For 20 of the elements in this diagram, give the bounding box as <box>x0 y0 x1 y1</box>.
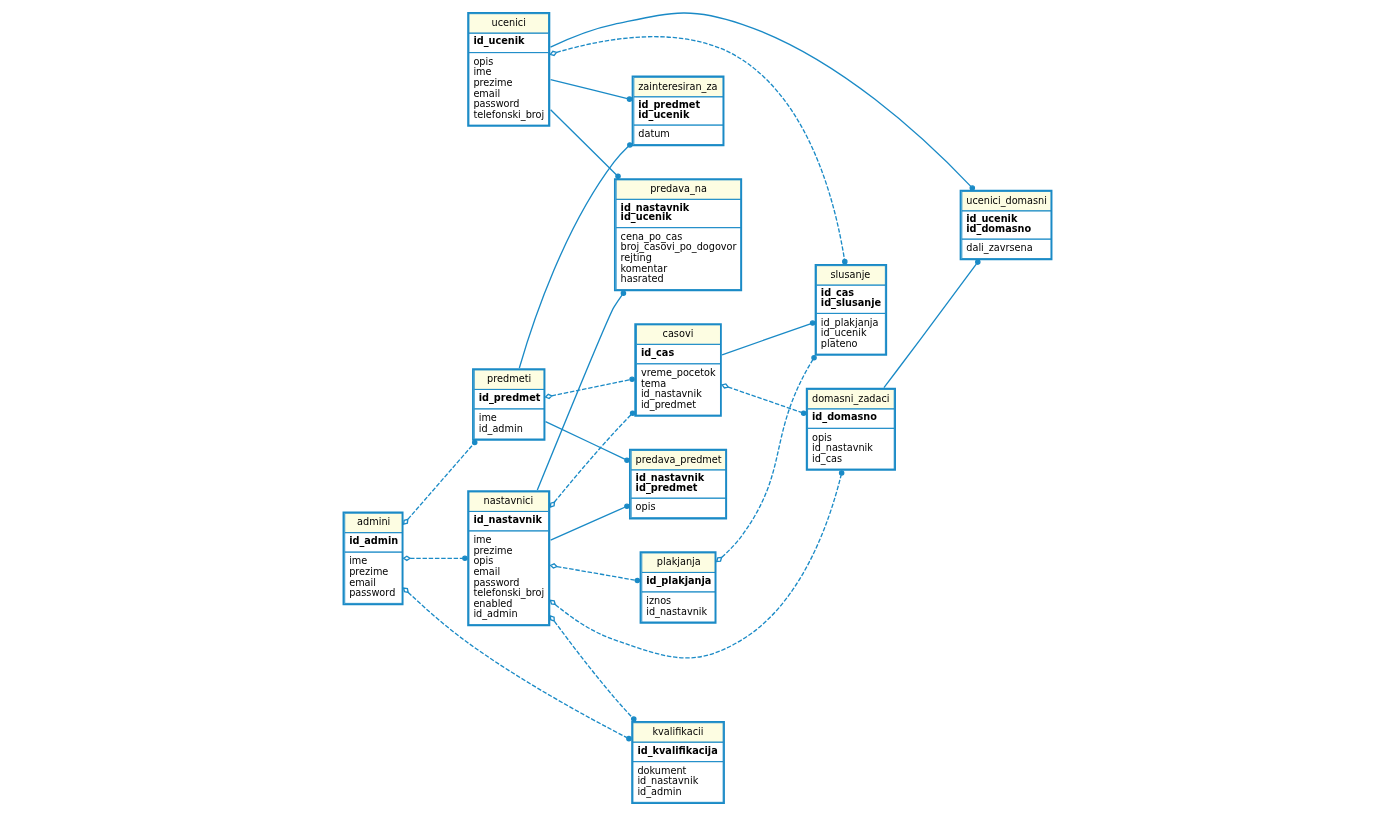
connector <box>549 12 976 191</box>
connector <box>549 614 637 722</box>
connector <box>883 259 981 389</box>
connector <box>715 355 817 563</box>
connector <box>402 587 632 742</box>
connector <box>549 36 848 265</box>
connector <box>720 383 807 416</box>
connector <box>544 420 630 463</box>
connector <box>402 555 468 562</box>
connector <box>549 109 621 180</box>
connector <box>549 410 636 508</box>
connector <box>402 439 478 526</box>
connector <box>549 470 845 659</box>
connector <box>518 142 633 369</box>
connector <box>536 290 627 491</box>
connector <box>549 78 633 102</box>
connector <box>549 563 641 584</box>
connector <box>549 503 630 541</box>
connector <box>544 376 635 400</box>
connector <box>721 320 816 356</box>
